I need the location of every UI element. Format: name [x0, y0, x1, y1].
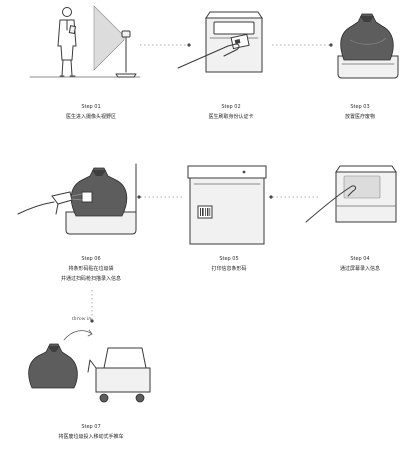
step-description: 打印信息条形码: [211, 265, 246, 272]
step-06-label: Step 06 将条形码贴在垃圾袋 并通过扫码枪扫描录入信息: [61, 256, 121, 282]
step-description: 将医废垃圾投入移动式手推车: [58, 433, 123, 440]
flow-connectors: [90, 43, 333, 323]
step-06-illustration: [17, 163, 137, 235]
step-title: Step 05: [219, 256, 238, 262]
step-01-illustration: [29, 5, 141, 78]
connector-dot-7: [90, 319, 94, 323]
step-04-label: Step 04 通过屏幕录入信息: [340, 256, 380, 272]
step-title: Step 03: [350, 104, 369, 110]
step-title: Step 07: [81, 424, 100, 430]
step-labels: Step 01 医生进入摄像头视野区 Step 02 医生刷取身份认证卡 Ste…: [58, 104, 380, 440]
connector-dot-6: [137, 195, 141, 199]
step-title: Step 06: [81, 256, 100, 262]
connector-dot-2: [187, 43, 191, 47]
step-description: 医生进入摄像头视野区: [66, 113, 116, 120]
step-description: 将条形码贴在垃圾袋: [68, 265, 113, 272]
step-07-label: Step 07 将医废垃圾投入移动式手推车: [58, 424, 123, 440]
step-description: 并通过扫码枪扫描录入信息: [61, 275, 121, 282]
step-05-label: Step 05 打印信息条形码: [211, 256, 246, 272]
step-title: Step 04: [350, 256, 369, 262]
step-07-illustration: throw in: [28, 316, 151, 403]
step-03-illustration: [337, 13, 399, 79]
step-02-label: Step 02 医生刷取身份认证卡: [208, 104, 253, 120]
step-04-illustration: [305, 165, 397, 223]
step-title: Step 01: [81, 104, 100, 110]
step-description: 放置医疗废物: [345, 113, 375, 120]
step-01-label: Step 01 医生进入摄像头视野区: [66, 104, 116, 120]
step-05-illustration: [187, 165, 267, 245]
step-03-label: Step 03 放置医疗废物: [345, 104, 375, 120]
step-02-illustration: [177, 11, 263, 73]
barcode-icon: [200, 208, 211, 216]
step-title: Step 02: [221, 104, 240, 110]
connector-dot-5: [269, 195, 273, 199]
connector-dot-3: [329, 43, 333, 47]
step-description: 通过屏幕录入信息: [340, 265, 380, 272]
step-description: 医生刷取身份认证卡: [208, 113, 253, 120]
throw-in-annotation: throw in: [72, 316, 91, 322]
